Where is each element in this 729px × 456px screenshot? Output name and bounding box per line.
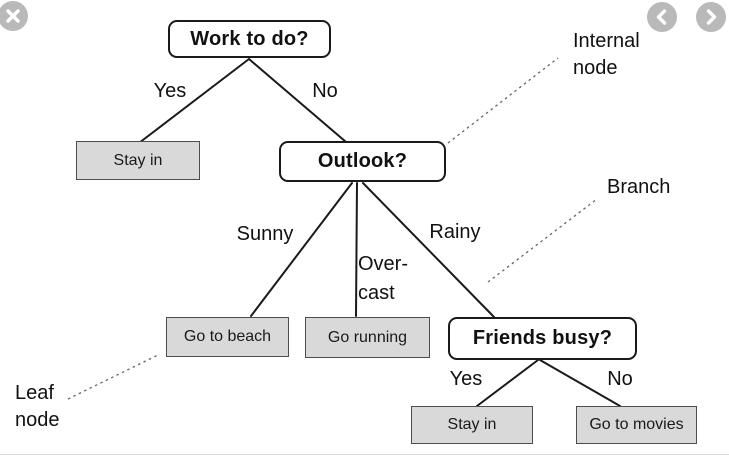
annotation-branch: Branch [607, 176, 671, 198]
decision-node-work-to-do: Work to do? [168, 20, 331, 58]
chevron-right-icon [696, 2, 726, 32]
annotation-internal-node-line-1: Internal [573, 30, 640, 52]
annotation-pointer-internal-node [447, 57, 559, 144]
close-button[interactable] [0, 1, 28, 31]
chevron-left-icon [647, 2, 677, 32]
annotation-leaf-node-line-1: Leaf [15, 382, 54, 404]
branch-label-yes-2: Yes [449, 368, 483, 390]
close-icon [0, 1, 28, 31]
annotation-pointer-leaf-node [67, 354, 159, 400]
leaf-node-go-to-beach: Go to beach [166, 317, 289, 357]
bottom-divider [0, 454, 729, 455]
branch-label-no-2: No [607, 368, 633, 390]
annotation-leaf-node: Leaf node [15, 380, 60, 434]
leaf-node-stay-in-2: Stay in [411, 406, 533, 444]
leaf-node-stay-in-1: Stay in [76, 141, 200, 180]
leaf-node-go-to-movies: Go to movies [576, 406, 697, 444]
branch-label-yes-1: Yes [153, 80, 187, 102]
annotation-leaf-node-line-2: node [15, 409, 60, 431]
decision-node-friends-busy: Friends busy? [448, 317, 637, 360]
branch-line-overcast [355, 182, 358, 317]
decision-node-outlook: Outlook? [279, 141, 446, 182]
branch-label-rainy: Rainy [429, 221, 481, 243]
annotation-internal-node-line-2: node [573, 57, 618, 79]
branch-label-overcast: Over- cast [358, 250, 408, 308]
previous-image-button[interactable] [647, 2, 677, 32]
annotation-pointer-branch [487, 198, 598, 283]
branch-line-sunny [250, 182, 353, 317]
next-image-button[interactable] [696, 2, 726, 32]
annotation-internal-node: Internal node [573, 28, 640, 82]
branch-label-sunny: Sunny [236, 223, 294, 245]
leaf-node-go-running: Go running [305, 317, 430, 358]
branch-label-overcast-line-2: cast [358, 282, 395, 304]
branch-label-overcast-line-1: Over- [358, 253, 408, 275]
branch-label-no-1: No [312, 80, 338, 102]
